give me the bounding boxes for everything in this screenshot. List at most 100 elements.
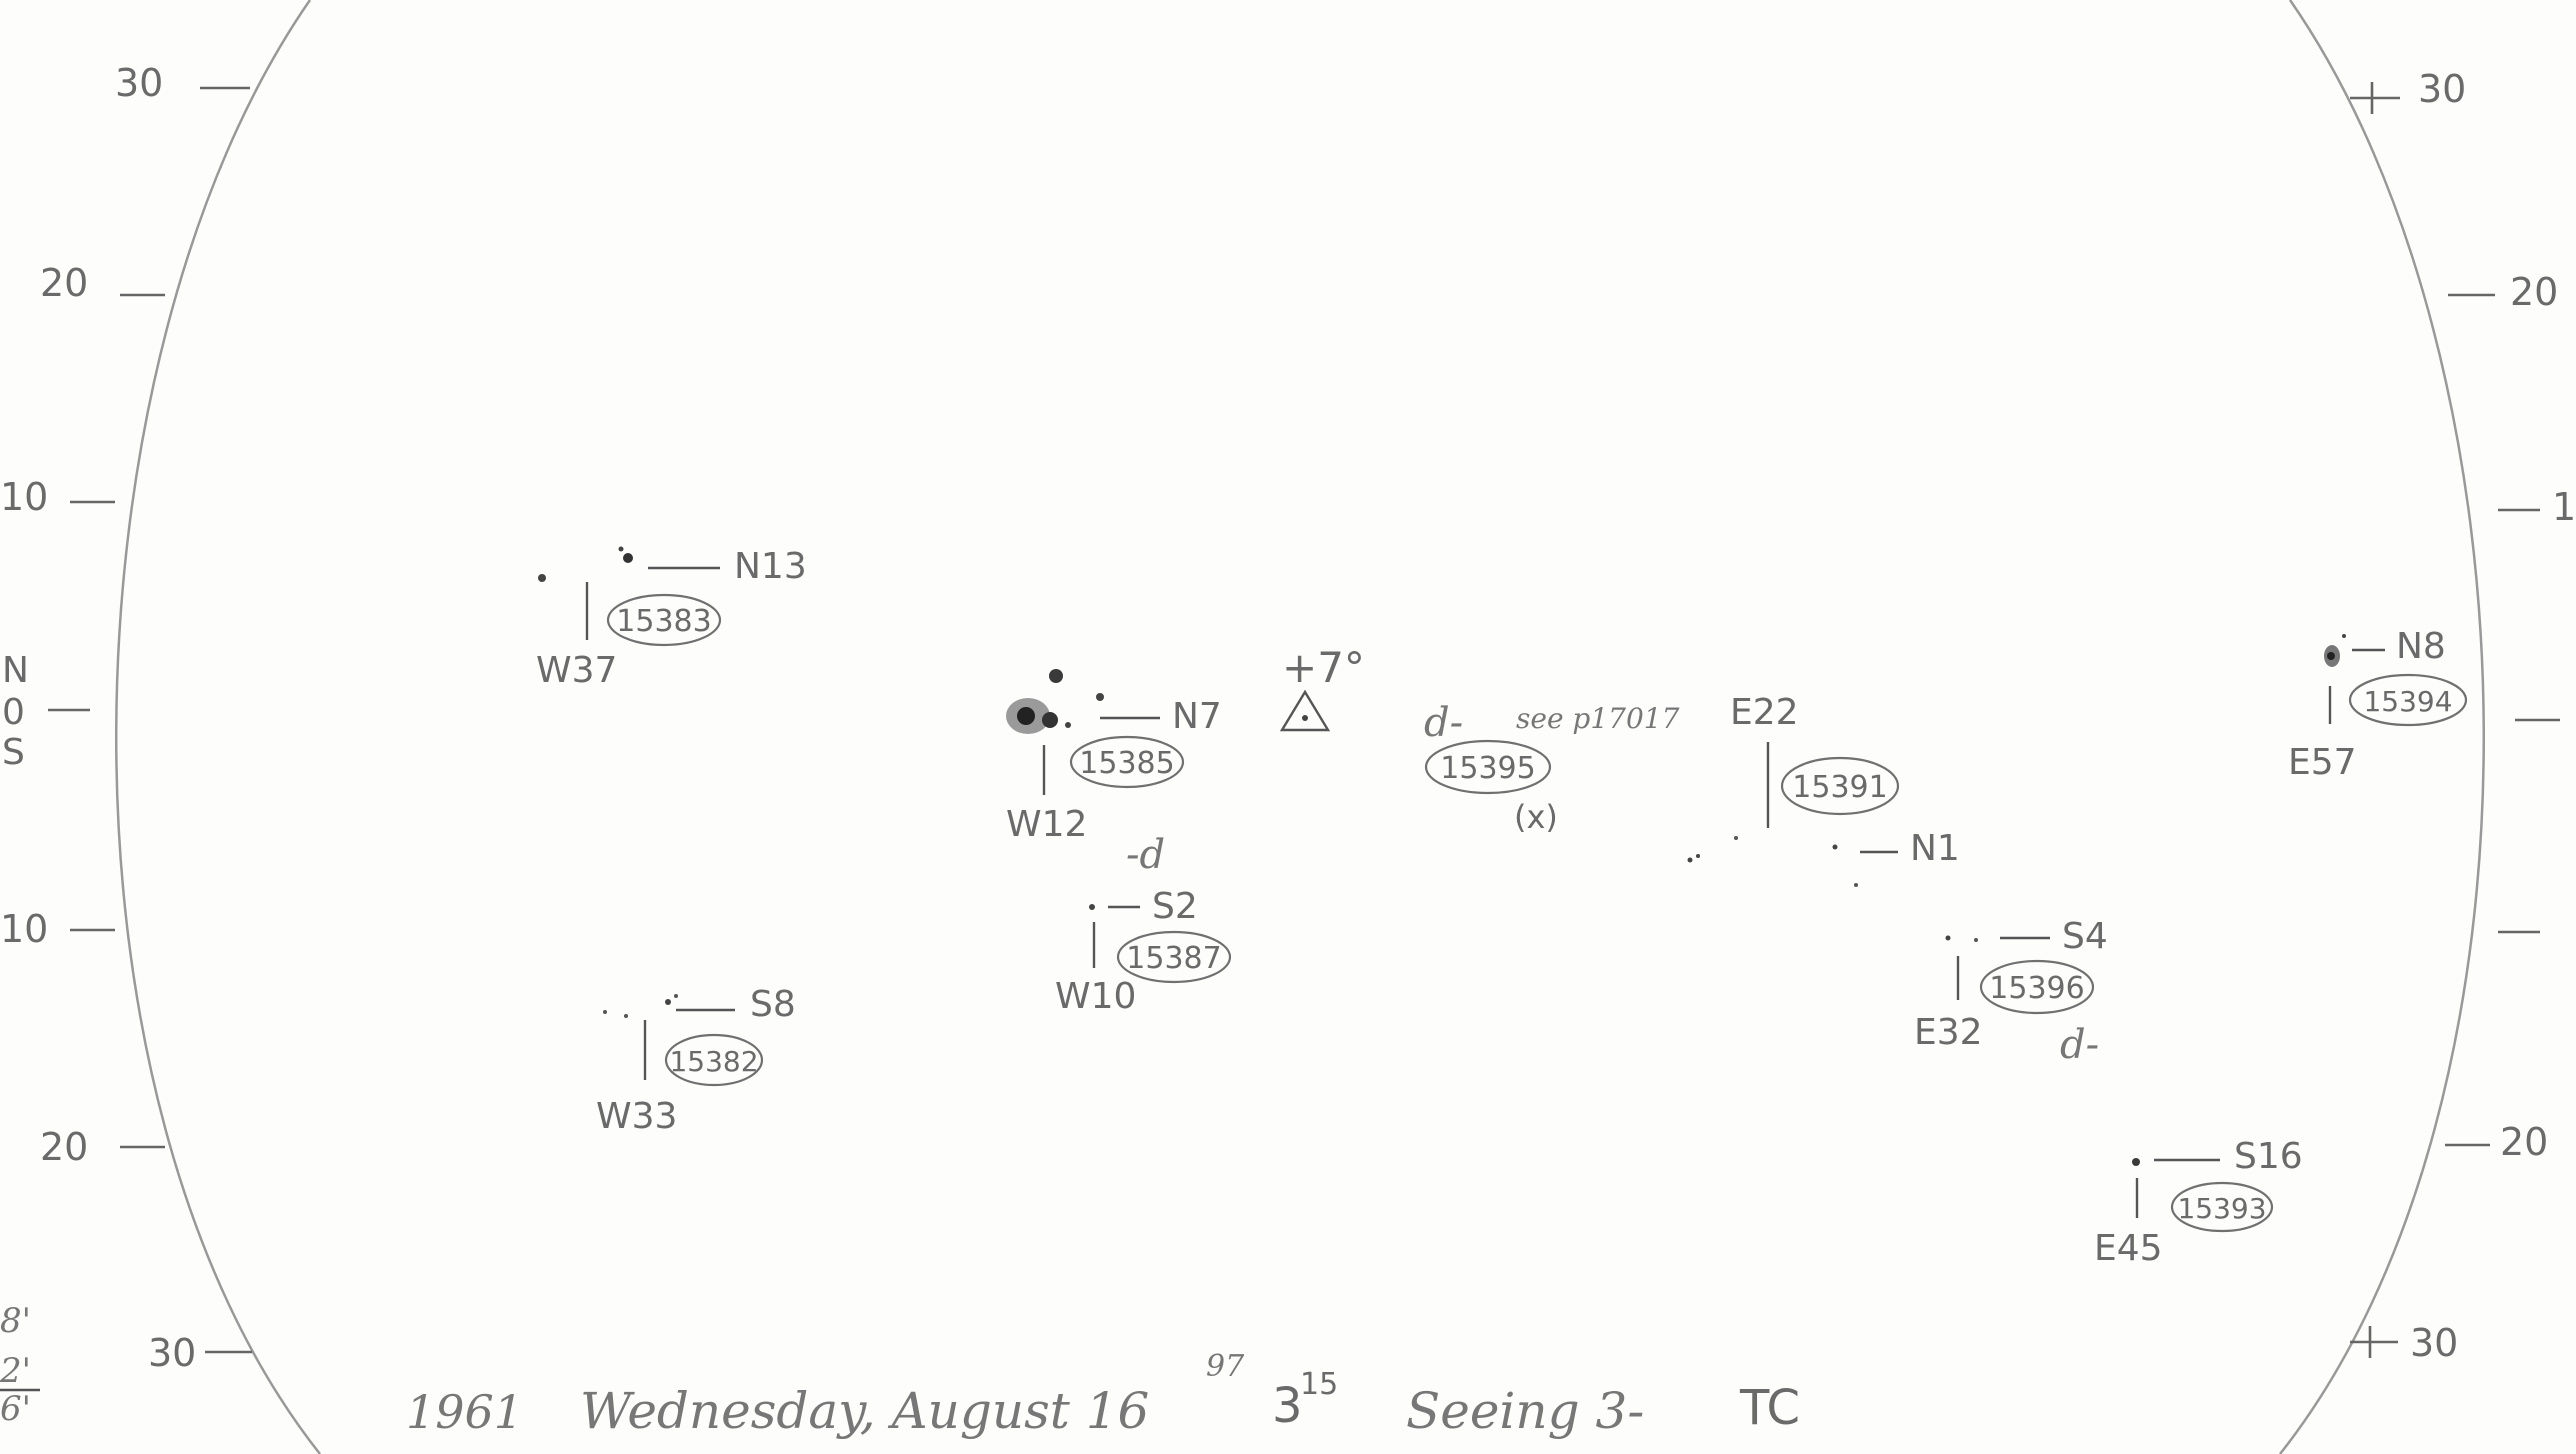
spot	[1042, 712, 1058, 728]
spot	[1854, 883, 1858, 887]
tick-label-left-10n: 10	[0, 475, 48, 519]
spot	[674, 994, 678, 998]
region-number: 15391	[1792, 770, 1887, 805]
group-longitude: W33	[596, 1096, 677, 1137]
center-triangle-icon	[1279, 689, 1331, 732]
spot	[1089, 904, 1095, 910]
spot	[2132, 1158, 2140, 1166]
tick-label-right-20n: 20	[2510, 270, 2558, 314]
sunspot-group-15385: N7 15385 W12	[1006, 669, 1222, 845]
center-mark-label: +7°	[1282, 643, 1365, 692]
footer-seeing: Seeing 3-	[1406, 1382, 1644, 1440]
spot	[624, 1014, 628, 1018]
group-note: d-	[1424, 700, 1463, 746]
sunspot-group-15383: N13 15383 W37	[536, 546, 807, 691]
edge-note-1: 8'	[0, 1301, 31, 1341]
tick-label-left-20s: 20	[40, 1125, 88, 1169]
tick-label-right-30n: 30	[2418, 67, 2466, 111]
group-longitude: E57	[2288, 742, 2357, 783]
region-number-oval	[1116, 930, 1232, 984]
group-latitude: S2	[1152, 886, 1198, 927]
region-number-oval	[664, 1033, 764, 1087]
spot	[1945, 935, 1951, 941]
center-dot	[1302, 715, 1308, 721]
group-extra: (x)	[1514, 798, 1558, 836]
sunspot-group-15396: S4 15396 E32 d-	[1914, 916, 2108, 1068]
region-number-oval	[1979, 959, 2095, 1015]
region-number: 15395	[1440, 751, 1535, 786]
spot	[1096, 693, 1104, 701]
spot	[2342, 634, 2346, 638]
region-number: 15393	[2177, 1192, 2266, 1225]
group-latitude: N1	[1910, 828, 1960, 869]
tick-label-left-30s: 30	[148, 1331, 196, 1375]
edge-note-2: 2'	[0, 1351, 31, 1391]
sunspot-group-15382: S8 15382 W33	[596, 984, 796, 1137]
group-reference: see p17017	[1516, 702, 1680, 735]
tick-label-left-20n: 20	[40, 261, 88, 305]
group-latitude: S4	[2062, 916, 2108, 957]
right-latitude-scale: 30 20 10 20 30	[2350, 67, 2576, 1365]
spot-umbra	[2327, 652, 2335, 660]
sunspot-group-15387: S2 15387 W10	[1055, 886, 1232, 1017]
equator-label-n: N	[2, 650, 29, 691]
equator-label-0: 0	[2, 692, 25, 733]
spot	[1974, 938, 1978, 942]
group-longitude: E22	[1730, 692, 1799, 733]
tick-label-right-10n: 10	[2552, 485, 2576, 529]
footer-date-superscript: 97	[1206, 1349, 1245, 1384]
spot	[1734, 836, 1738, 840]
region-number-oval	[1069, 735, 1185, 789]
group-latitude: N7	[1172, 696, 1222, 737]
spot	[538, 574, 546, 582]
region-number-oval	[2348, 673, 2468, 727]
observation-footer: 1961 Wednesday, August 16 97 3 15 Seeing…	[406, 1349, 1800, 1440]
footer-time: 3	[1272, 1378, 1303, 1434]
region-number-oval	[606, 593, 722, 647]
group-latitude: N13	[734, 546, 807, 587]
sunspot-group-15393: S16 15393 E45	[2094, 1136, 2303, 1269]
region-number-oval	[1780, 756, 1900, 816]
group-longitude: W10	[1055, 976, 1136, 1017]
spot	[1049, 669, 1063, 683]
spot	[603, 1010, 607, 1014]
footer-year: 1961	[406, 1385, 523, 1439]
group-latitude: S16	[2234, 1136, 2303, 1177]
edge-notes: 8' 2' 6'	[0, 1301, 40, 1429]
tick-label-left-30n: 30	[115, 61, 163, 105]
solar-disk-limb-left	[115, 0, 321, 1454]
footer-time-superscript: 15	[1300, 1367, 1338, 1402]
spot	[1832, 844, 1838, 850]
equator-label-s: S	[2, 732, 25, 773]
mid-note: -d	[1126, 832, 1165, 878]
sunspot-group-15391: E22 15391 N1	[1687, 692, 1960, 887]
region-number: 15383	[616, 604, 711, 639]
tick-label-right-20s: 20	[2500, 1120, 2548, 1164]
region-number: 15394	[2363, 685, 2452, 718]
region-number-oval	[2170, 1181, 2274, 1233]
region-number: 15382	[669, 1045, 758, 1078]
region-number: 15396	[1989, 971, 2084, 1006]
disk-center-mark: +7°	[1279, 643, 1365, 732]
group-note: d-	[2060, 1022, 2099, 1068]
sunspot-group-15395: d- see p17017 15395 (x)	[1424, 700, 1680, 836]
spot	[1065, 722, 1071, 728]
spot-umbra	[1017, 707, 1035, 725]
group-longitude: W37	[536, 650, 617, 691]
group-longitude: W12	[1006, 804, 1087, 845]
group-longitude: E32	[1914, 1012, 1983, 1053]
footer-observer: TC	[1739, 1380, 1800, 1436]
left-latitude-scale: 30 20 10 N 0 S 10 20 30	[0, 61, 252, 1375]
group-latitude: N8	[2396, 626, 2446, 667]
region-number: 15385	[1079, 746, 1174, 781]
footer-date: Wednesday, August 16	[580, 1382, 1149, 1440]
spot	[618, 546, 624, 552]
tick-label-right-30s: 30	[2410, 1321, 2458, 1365]
spot	[665, 999, 671, 1005]
edge-note-3: 6'	[0, 1389, 31, 1429]
group-latitude: S8	[750, 984, 796, 1025]
tick-label-left-10s: 10	[0, 907, 48, 951]
group-longitude: E45	[2094, 1228, 2163, 1269]
spot	[1696, 854, 1700, 858]
